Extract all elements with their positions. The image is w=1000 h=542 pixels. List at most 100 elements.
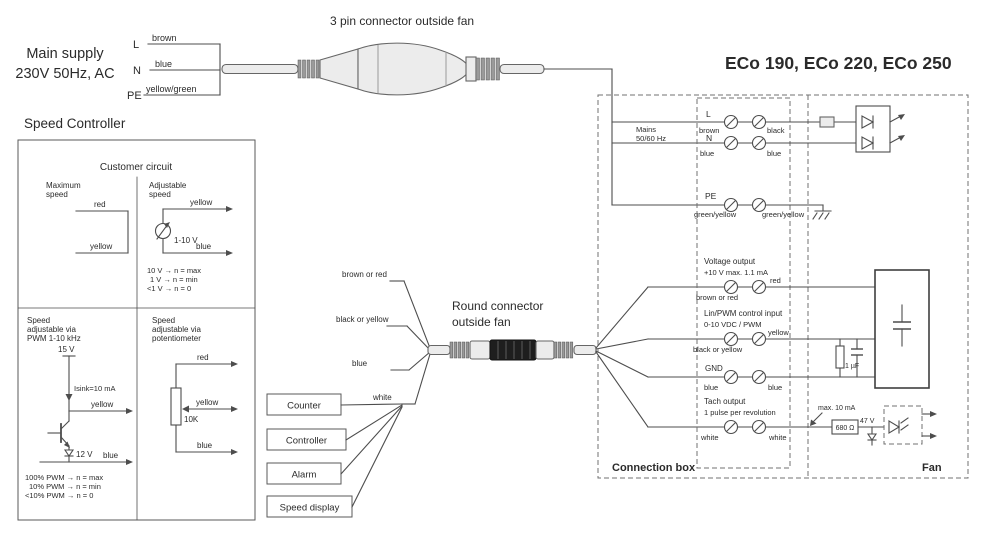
- voltage-right-label: red: [770, 276, 781, 285]
- zener-12v-icon: [63, 449, 75, 457]
- page-title: ECo 190, ECo 220, ECo 250: [725, 53, 952, 73]
- tach-right-label: white: [768, 433, 787, 442]
- tach-zener-label: 47 V: [860, 418, 875, 425]
- pwm-isink-label: Isink=10 mA: [74, 384, 115, 393]
- three-pin-connector-label: 3 pin connector outside fan: [330, 14, 474, 28]
- maximum-speed-quadrant: Maximum speed red yellow: [46, 181, 129, 254]
- round-connector-icon: [427, 339, 597, 361]
- pin-n-label: N: [133, 65, 141, 77]
- rectifier-icon: [855, 105, 891, 153]
- control-input-title2: 0-10 VDC / PWM: [704, 320, 762, 329]
- pot-blue-label: blue: [197, 441, 213, 450]
- fan-label: Fan: [922, 462, 942, 474]
- main-supply-label-line1: Main supply: [26, 46, 104, 62]
- adj-note-2: 1 V → n = min: [150, 275, 198, 284]
- tach-resistor-icon: [831, 419, 859, 435]
- adjustable-speed-title1: Adjustable: [149, 181, 187, 190]
- adjustable-speed-title2: speed: [149, 190, 171, 199]
- pot-title1: Speed: [152, 316, 175, 325]
- wire-white-label: white: [372, 393, 392, 402]
- pwm-title1: Speed: [27, 316, 50, 325]
- isink-arrow-icon: [65, 394, 73, 401]
- speed-controller-dividers: [17, 176, 256, 521]
- fan-mains-section: [764, 105, 905, 153]
- pot-title2: adjustable via: [152, 325, 201, 334]
- gnd-left-label: blue: [704, 383, 718, 392]
- adj-source-label: 1-10 V: [174, 236, 198, 245]
- pot-value-label: 10K: [184, 415, 199, 424]
- max-speed-red-label: red: [94, 200, 106, 209]
- terminal-row-n: N blue blue: [700, 133, 781, 158]
- gnd-title: GND: [705, 364, 723, 373]
- voltage-output-title2: +10 V max. 1.1 mA: [704, 268, 768, 277]
- tach-output-title1: Tach output: [704, 397, 746, 406]
- mains-pin-labels: L brown N blue PE yellow/green: [127, 33, 197, 102]
- max-speed-yellow-label: yellow: [90, 242, 112, 251]
- pwm-blue-label: blue: [103, 451, 119, 460]
- resistor-icon: [835, 345, 845, 369]
- pwm-title2: adjustable via: [27, 325, 76, 334]
- pin-pe-label: PE: [127, 90, 142, 102]
- tach-resistor-label: 680 Ω: [836, 425, 855, 432]
- mains-label-line1: Mains: [636, 125, 656, 134]
- voltage-output-title1: Voltage output: [704, 257, 756, 266]
- mains-label-line2: 50/60 Hz: [636, 134, 666, 143]
- maximum-speed-title1: Maximum: [46, 181, 81, 190]
- voltage-left-label: brown or red: [696, 293, 738, 302]
- gnd-right-label: blue: [768, 383, 782, 392]
- control-left-label: black or yellow: [693, 345, 743, 354]
- fan-pe-section: [764, 204, 832, 220]
- signal-wires-right: [595, 286, 726, 428]
- speed-display-label: Speed display: [280, 503, 340, 514]
- mains-routing-wires: [543, 68, 726, 206]
- terminal-n-pin: N: [706, 133, 712, 143]
- optocoupler-icon: [883, 405, 923, 445]
- control-right-label: yellow: [768, 328, 789, 337]
- capacitor-motor-icon: [893, 304, 911, 347]
- wire-black-or-yellow-label: black or yellow: [336, 315, 389, 324]
- tach-output-title2: 1 pulse per revolution: [704, 408, 776, 417]
- terminal-pe-pin: PE: [705, 191, 717, 201]
- potentiometer-quadrant: Speed adjustable via potentiometer red y…: [152, 316, 238, 455]
- pwm-yellow-label: yellow: [91, 400, 113, 409]
- terminal-row-gnd: GND blue blue: [704, 364, 782, 392]
- round-connector-label-line1: Round connector: [452, 299, 543, 313]
- controller-label: Controller: [286, 436, 327, 447]
- maximum-speed-title2: speed: [46, 190, 68, 199]
- pot-yellow-label: yellow: [196, 398, 218, 407]
- tach-current-label: max. 10 mA: [818, 405, 856, 412]
- fan-tach-section: max. 10 mA 680 Ω 47 V: [764, 405, 937, 446]
- wire-brown-label: brown: [152, 33, 177, 43]
- speed-controller-title: Speed Controller: [24, 116, 126, 131]
- potentiometer-icon: [170, 387, 182, 426]
- pwm-note-2: 10% PWM → n = min: [29, 482, 101, 491]
- terminal-row-voltage: Voltage output +10 V max. 1.1 mA brown o…: [696, 257, 781, 302]
- pwm-quadrant: Speed adjustable via PWM 1-10 kHz 15 V I…: [25, 316, 133, 500]
- wire-blue-label: blue: [352, 359, 368, 368]
- terminal-n-right: blue: [767, 149, 781, 158]
- round-connector-label-line2: outside fan: [452, 315, 511, 329]
- speed-controller-box: [17, 139, 256, 521]
- connection-box-label: Connection box: [612, 462, 696, 474]
- ground-icon: [812, 210, 832, 220]
- pwm-title3: PWM 1-10 kHz: [27, 334, 81, 343]
- terminal-strip-outline: [696, 97, 791, 469]
- adj-note-1: 10 V → n = max: [147, 266, 201, 275]
- terminal-row-pe: PE green/yellow green/yellow: [694, 191, 805, 219]
- adj-yellow-label: yellow: [190, 198, 212, 207]
- terminal-row-control: Lin/PWM control input 0-10 VDC / PWM bla…: [693, 309, 789, 354]
- terminal-row-tach: Tach output 1 pulse per revolution white…: [700, 397, 787, 442]
- terminal-row-l: L brown black: [699, 109, 785, 135]
- pwm-zener-label: 12 V: [76, 450, 93, 459]
- wire-brown-or-red-label: brown or red: [342, 270, 387, 279]
- pot-red-label: red: [197, 353, 209, 362]
- zener-47v-icon: [866, 433, 878, 441]
- fan-control-section: 1 µF: [764, 269, 930, 389]
- wire-blue-label: blue: [155, 59, 172, 69]
- adj-blue-label: blue: [196, 242, 212, 251]
- adjustable-speed-quadrant: Adjustable speed yellow 1-10 V blue 10 V…: [147, 181, 233, 293]
- mains-pin-wires: [143, 43, 221, 96]
- pwm-supply-label: 15 V: [58, 345, 75, 354]
